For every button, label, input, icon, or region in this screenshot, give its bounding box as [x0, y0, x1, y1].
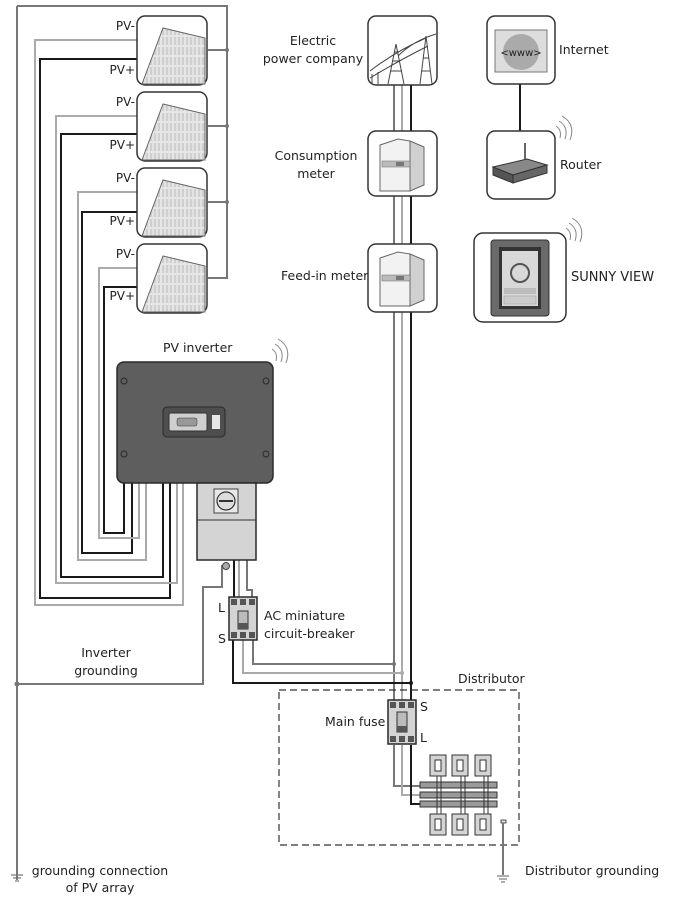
ac-breaker-label-1: AC miniature — [264, 608, 345, 623]
pv-module-1 — [137, 16, 207, 85]
main-fuse-label: Main fuse — [325, 714, 385, 729]
pv-modules — [137, 16, 207, 313]
feed-in-meter-tile — [368, 244, 437, 312]
internet-label-rest: nternet — [563, 42, 609, 57]
main-fuse — [388, 700, 416, 744]
distributor-label: Distributor — [458, 671, 525, 686]
sunny-view-wifi-icon — [566, 218, 582, 242]
internet-tile: <www> — [487, 16, 555, 84]
breaker-out-dark — [233, 640, 411, 683]
branch-breakers-top — [430, 755, 491, 776]
ac-breaker — [229, 597, 257, 640]
fuse-s-label: S — [420, 699, 428, 714]
dc-disconnector — [197, 483, 256, 570]
pv-grounding-label-1: grounding connection — [30, 863, 170, 878]
module-3-neg-label: PV- — [105, 171, 135, 186]
internet-label: Internet — [559, 42, 609, 57]
pv-module-4 — [137, 244, 207, 313]
pv-inverter — [117, 362, 273, 483]
ac-breaker-label-2: circuit-breaker — [264, 626, 355, 641]
consumption-meter-label-1: Consumption — [270, 148, 362, 163]
breaker-l-label: L — [218, 600, 225, 615]
breaker-out-light — [243, 640, 402, 673]
distributor-grounding-wire — [501, 820, 506, 875]
pv-inverter-label: PV inverter — [163, 340, 232, 355]
router-tile — [487, 131, 555, 199]
module-3-pos-label: PV+ — [105, 214, 135, 229]
sunny-view-tile — [474, 233, 566, 322]
pv-grounding-label-2: of PV array — [30, 880, 170, 895]
inverter-wifi-icon — [272, 339, 288, 363]
module-4-pos-label: PV+ — [105, 289, 135, 304]
router-label: Router — [560, 157, 601, 172]
busbars — [420, 776, 497, 818]
inverter-grounding-label-2: grounding — [60, 663, 152, 678]
breaker-s-label: S — [218, 631, 226, 646]
svg-text:<www>: <www> — [500, 48, 541, 59]
branch-breakers-bottom — [430, 814, 491, 835]
breaker-out-mid — [253, 640, 394, 664]
module-2-neg-label: PV- — [105, 95, 135, 110]
pv-module-2 — [137, 92, 207, 161]
fuse-l-label: L — [420, 730, 427, 745]
distributor-grounding-label: Distributor grounding — [525, 863, 659, 878]
consumption-meter-tile — [368, 131, 437, 196]
module-1-pos-label: PV+ — [105, 63, 135, 78]
consumption-meter-label-2: meter — [270, 166, 362, 181]
module-1-neg-label: PV- — [105, 19, 135, 34]
power-company-tile — [368, 16, 437, 85]
sunny-view-label: SUNNY VIEW — [571, 270, 654, 285]
inverter-grounding-label-1: Inverter — [60, 645, 152, 660]
router-wifi-icon — [556, 116, 572, 140]
module-2-pos-label: PV+ — [105, 138, 135, 153]
power-company-label-1: Electric — [262, 33, 364, 48]
power-company-label-2: power company — [262, 51, 364, 66]
module-4-neg-label: PV- — [105, 247, 135, 262]
feed-in-meter-label: Feed-in meter — [281, 268, 368, 283]
distributor-ground-icon — [497, 876, 509, 882]
pv-module-3 — [137, 168, 207, 237]
